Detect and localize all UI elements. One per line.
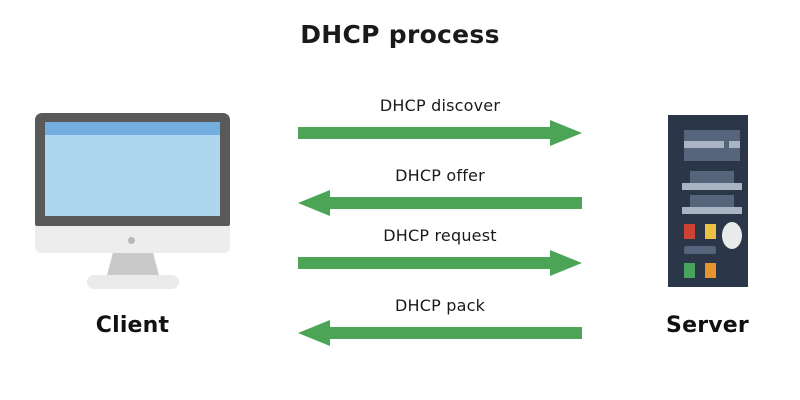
arrow-right-icon-1 (298, 120, 582, 146)
arrow-left-icon-4 (298, 320, 582, 346)
monitor-bezel (35, 113, 230, 226)
message-flow-4: DHCP pack (298, 296, 582, 346)
server-drive-bay-2-lip (682, 207, 742, 214)
monitor-indicator-dot (128, 237, 135, 244)
server-top-panel-chip (729, 141, 740, 148)
message-label-dhcp-pack: DHCP pack (394, 296, 486, 315)
message-label-dhcp-discover: DHCP discover (379, 96, 501, 115)
page-title: DHCP process (300, 20, 500, 49)
server-tower-icon (668, 115, 748, 287)
arrow-right-icon-3 (298, 250, 582, 276)
monitor-stand-base (87, 275, 179, 289)
server-top-panel-bar (684, 141, 724, 148)
server-drive-bay-1-lip (682, 183, 742, 190)
server-led-green (684, 263, 695, 278)
server-drive-bay-2 (690, 195, 734, 208)
arrow-left-icon-2 (298, 190, 582, 216)
monitor-screen (45, 122, 220, 216)
monitor-titlebar (45, 122, 220, 135)
message-label-dhcp-offer: DHCP offer (395, 166, 485, 185)
message-flow-1: DHCP discover (298, 96, 582, 146)
server-drive-bay-1 (690, 171, 734, 184)
server-led-orange (705, 263, 716, 278)
client-label: Client (95, 313, 170, 338)
message-label-dhcp-request: DHCP request (383, 226, 497, 245)
server-led-red (684, 224, 695, 239)
server-led-yellow (705, 224, 716, 239)
client-monitor-icon (35, 113, 230, 289)
server-slot (684, 246, 716, 254)
server-power-button-icon (722, 222, 742, 249)
message-flow-3: DHCP request (298, 226, 582, 276)
server-label: Server (666, 313, 749, 338)
message-flow-2: DHCP offer (298, 166, 582, 216)
